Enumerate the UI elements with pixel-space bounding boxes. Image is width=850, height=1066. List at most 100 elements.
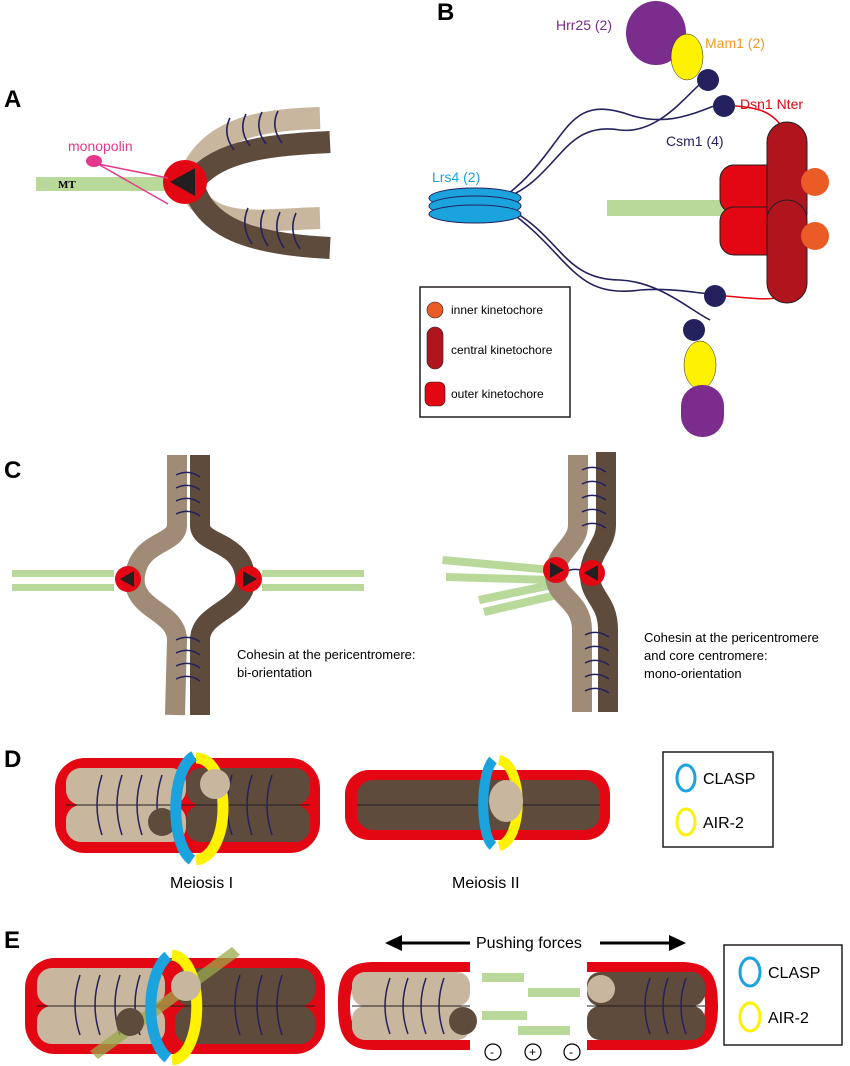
hrr25-bottom: [681, 385, 724, 437]
mt-c-right-2: [262, 584, 364, 591]
panel-a-letter: A: [4, 86, 21, 113]
sister-chromatid-dark-lower: [184, 185, 331, 259]
e-clasp-ring: [145, 951, 172, 1063]
e-left-light-bottom: [352, 1006, 470, 1040]
e-homolog-dark-bottom: [175, 1006, 315, 1044]
csm1-head-3: [704, 285, 726, 307]
panel-d-letter: D: [4, 746, 21, 773]
panel-c-letter: C: [4, 457, 21, 484]
cohesin-e3: [644, 977, 687, 1035]
mt-label: MT: [58, 179, 76, 191]
legend-outer-label: outer kinetochore: [451, 387, 544, 401]
microtubule: [36, 177, 186, 191]
e-spindle-mt-3: [482, 1011, 527, 1020]
pushing-forces: Pushing forces: [385, 933, 686, 953]
minus-end-1-icon: [484, 1043, 502, 1061]
caption-c-right-1: Cohesin at the pericentromere: [644, 630, 819, 645]
bi-orientation-diagram: [12, 455, 364, 716]
legend-d-air2-label: AIR-2: [703, 815, 744, 832]
mt-c2-4: [483, 590, 562, 616]
pushing-label-bg: [470, 933, 600, 953]
panel-c: C Cohesin at the pericentromere: bi-orie…: [4, 452, 819, 716]
kinetochore-arrow: [170, 168, 195, 196]
legend-e-air2-icon: [738, 1001, 762, 1033]
meiosis-2-label: Meiosis II: [452, 875, 520, 892]
csm1-label: Csm1 (4): [666, 133, 724, 149]
cohesin-e2: [384, 977, 445, 1035]
e-left-dark-knob: [449, 1007, 477, 1035]
e-homolog-dark-top: [175, 968, 315, 1006]
mam1-top: [670, 33, 704, 81]
caption-c-left-2: bi-orientation: [237, 665, 312, 680]
microtubule-b: [607, 200, 732, 216]
hrr25-top: [626, 1, 686, 65]
legend-e-clasp-label: CLASP: [768, 965, 820, 982]
e-right-axis: [587, 962, 718, 1050]
legend-d-clasp-icon: [675, 763, 697, 793]
meiosis1-air2-ring: [194, 752, 229, 866]
central-kinetochore-2: [766, 199, 808, 304]
panel-e-bivalent: [25, 947, 325, 1066]
caption-c-left-1: Cohesin at the pericentromere:: [237, 647, 415, 662]
panel-a: A MT monopolin: [4, 86, 331, 259]
legend-outer-icon: [424, 381, 446, 407]
pushing-arrow-right-head: [669, 935, 686, 951]
dsn1-link-top: [734, 105, 781, 125]
cohesin-rings-a: [226, 110, 301, 250]
cohesin-d1: [96, 774, 273, 836]
csm1-head-1: [697, 69, 719, 91]
e-left-axis: [338, 962, 470, 1050]
separating-chromosomes: - + -: [338, 962, 718, 1061]
meiosis1-dark-knob: [148, 808, 176, 836]
panel-e: E Pushing forces: [4, 927, 843, 1066]
meiosis1-homolog-light-top: [66, 768, 186, 805]
panel-e-letter: E: [4, 927, 20, 954]
hrr25-label: Hrr25 (2): [556, 17, 612, 33]
minus-end-2-label: -: [569, 1045, 573, 1059]
pushing-arrow-left-head: [385, 935, 402, 951]
legend-central-icon: [426, 326, 444, 370]
monopolin-link-1: [97, 163, 169, 179]
inner-kinetochore-2: [801, 222, 829, 250]
e-spindle-mt-1: [482, 973, 524, 982]
chromatid-light-c2: [544, 455, 592, 712]
legend-inner-label: inner kinetochore: [451, 303, 543, 317]
panel-d: D Meiosis I Meio: [4, 746, 774, 892]
meiosis-2-chromosome: [345, 755, 610, 851]
meiosis-1-bivalent: [55, 751, 320, 866]
kinetochore-c2-right-arrow: [584, 565, 598, 581]
e-left-light-top: [352, 972, 470, 1006]
kinetochore-c1-right-arrow: [243, 571, 257, 587]
mt-c2-2: [446, 573, 552, 584]
monopolin-label: monopolin: [68, 138, 133, 154]
mt-c2-1: [442, 556, 552, 574]
dsn1-label: Dsn1 Nter: [740, 96, 803, 112]
chromatid-light-c1: [124, 455, 188, 716]
caption-c-right-2: and core centromere:: [644, 648, 768, 663]
sister-chromatid-light-upper: [179, 107, 321, 180]
meiosis2-clasp-ring: [478, 756, 498, 850]
mono-orientation-diagram: [442, 452, 618, 712]
e-air2-ring: [170, 949, 203, 1066]
meiosis1-light-knob: [200, 769, 230, 799]
kinetochore-c2-left-arrow: [550, 562, 564, 578]
mt-c2-3: [478, 580, 557, 604]
kinetochore-c1-left-arrow: [120, 571, 134, 587]
meiosis2-light-knob: [489, 780, 523, 822]
cohesin-c1: [175, 471, 201, 682]
csm1-head-2: [713, 95, 735, 117]
sister-chromatid-dark-upper: [186, 131, 331, 188]
mt-c-left-1: [12, 570, 114, 577]
legend-b: [419, 286, 571, 418]
plus-end-label: +: [529, 1045, 536, 1059]
legend-e: [723, 944, 843, 1046]
e-right-dark-top: [587, 972, 705, 1006]
e-dark-knob: [116, 1008, 144, 1036]
e-homolog-light-top: [37, 968, 165, 1006]
caption-c-right-3: mono-orientation: [644, 666, 742, 681]
meiosis1-homolog-dark-bottom: [186, 805, 310, 842]
coiled-coils: [499, 79, 721, 321]
legend-d-clasp-label: CLASP: [703, 771, 755, 788]
e-spindle-mt-2: [528, 988, 580, 997]
pushing-label: Pushing forces: [476, 935, 582, 952]
